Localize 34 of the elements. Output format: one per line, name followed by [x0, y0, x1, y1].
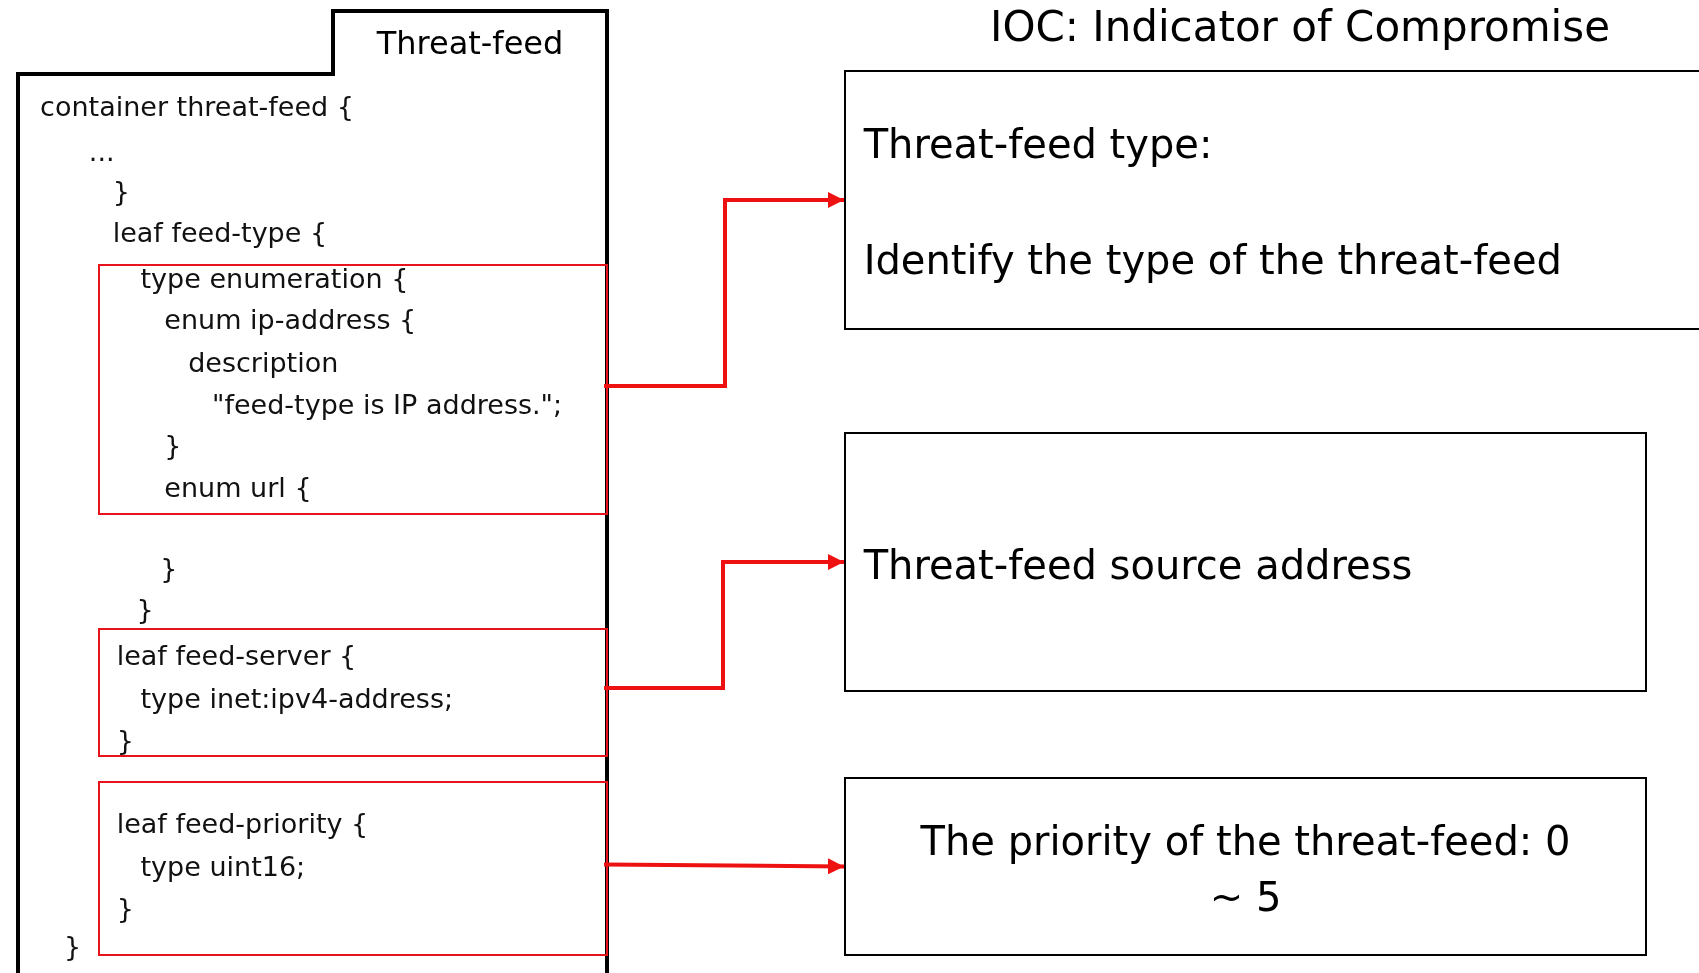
description-text: Threat-feed type:	[863, 120, 1213, 169]
description-box	[844, 777, 1647, 956]
arrow	[604, 192, 844, 388]
code-line: }	[116, 893, 134, 924]
code-line: leaf feed-type {	[112, 217, 328, 248]
code-line: type inet:ipv4-address;	[140, 683, 454, 714]
code-line: }	[116, 725, 134, 756]
description-text: The priority of the threat-feed: 0 ~ 5	[919, 816, 1572, 922]
code-line: }	[112, 176, 130, 207]
description-text: Identify the type of the threat-feed	[863, 236, 1562, 285]
highlight-box	[98, 628, 608, 757]
highlight-box	[98, 781, 608, 956]
arrow	[604, 554, 844, 690]
tab-label: Threat-feed	[331, 9, 609, 76]
code-line: leaf feed-server {	[116, 641, 357, 672]
code-line: }	[160, 553, 178, 584]
code-line: enum url {	[164, 473, 312, 504]
note-text: IOC: Indicator of Compromise	[990, 2, 1610, 52]
description-text: Threat-feed source address	[863, 540, 1413, 589]
description-box	[844, 432, 1647, 692]
code-line: type enumeration {	[140, 264, 409, 295]
code-line: }	[164, 431, 182, 462]
highlight-box	[98, 264, 608, 515]
code-line: container threat-feed {	[40, 92, 354, 123]
code-line: description	[188, 347, 339, 378]
code-line: ...	[88, 136, 115, 167]
code-line: "feed-type is IP address.";	[212, 389, 563, 420]
code-line: enum ip-address {	[164, 305, 417, 336]
code-line: leaf feed-priority {	[116, 809, 369, 840]
code-line: }	[63, 932, 82, 963]
description-box	[844, 70, 1699, 330]
code-line: type uint16;	[140, 851, 306, 882]
code-line: }	[136, 595, 154, 626]
arrow	[604, 858, 844, 875]
